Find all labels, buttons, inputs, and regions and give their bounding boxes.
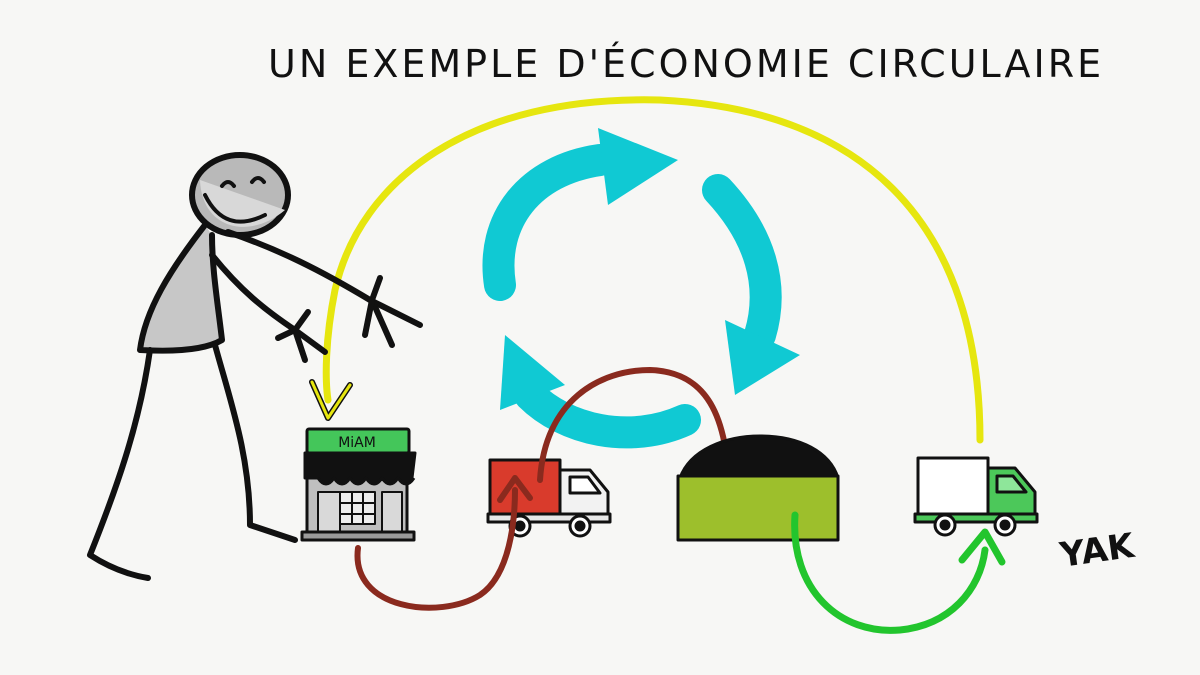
yellow-return-arc xyxy=(309,96,984,444)
stick-figure xyxy=(87,152,423,581)
red-delivery-truck-icon xyxy=(486,458,612,538)
brown-arrow-shop-to-truck xyxy=(354,475,533,611)
green-arrow-compost-to-truck xyxy=(791,511,1006,634)
page-title: UN EXEMPLE D'ÉCONOMIE CIRCULAIRE xyxy=(268,42,1105,86)
shop-sign-label: MiAM xyxy=(338,435,376,451)
shop-icon xyxy=(300,427,417,542)
compost-bin-icon xyxy=(676,434,840,542)
signature: YAK xyxy=(1057,526,1139,576)
green-delivery-truck-icon xyxy=(913,456,1039,537)
recycle-cycle-icon xyxy=(482,128,800,449)
